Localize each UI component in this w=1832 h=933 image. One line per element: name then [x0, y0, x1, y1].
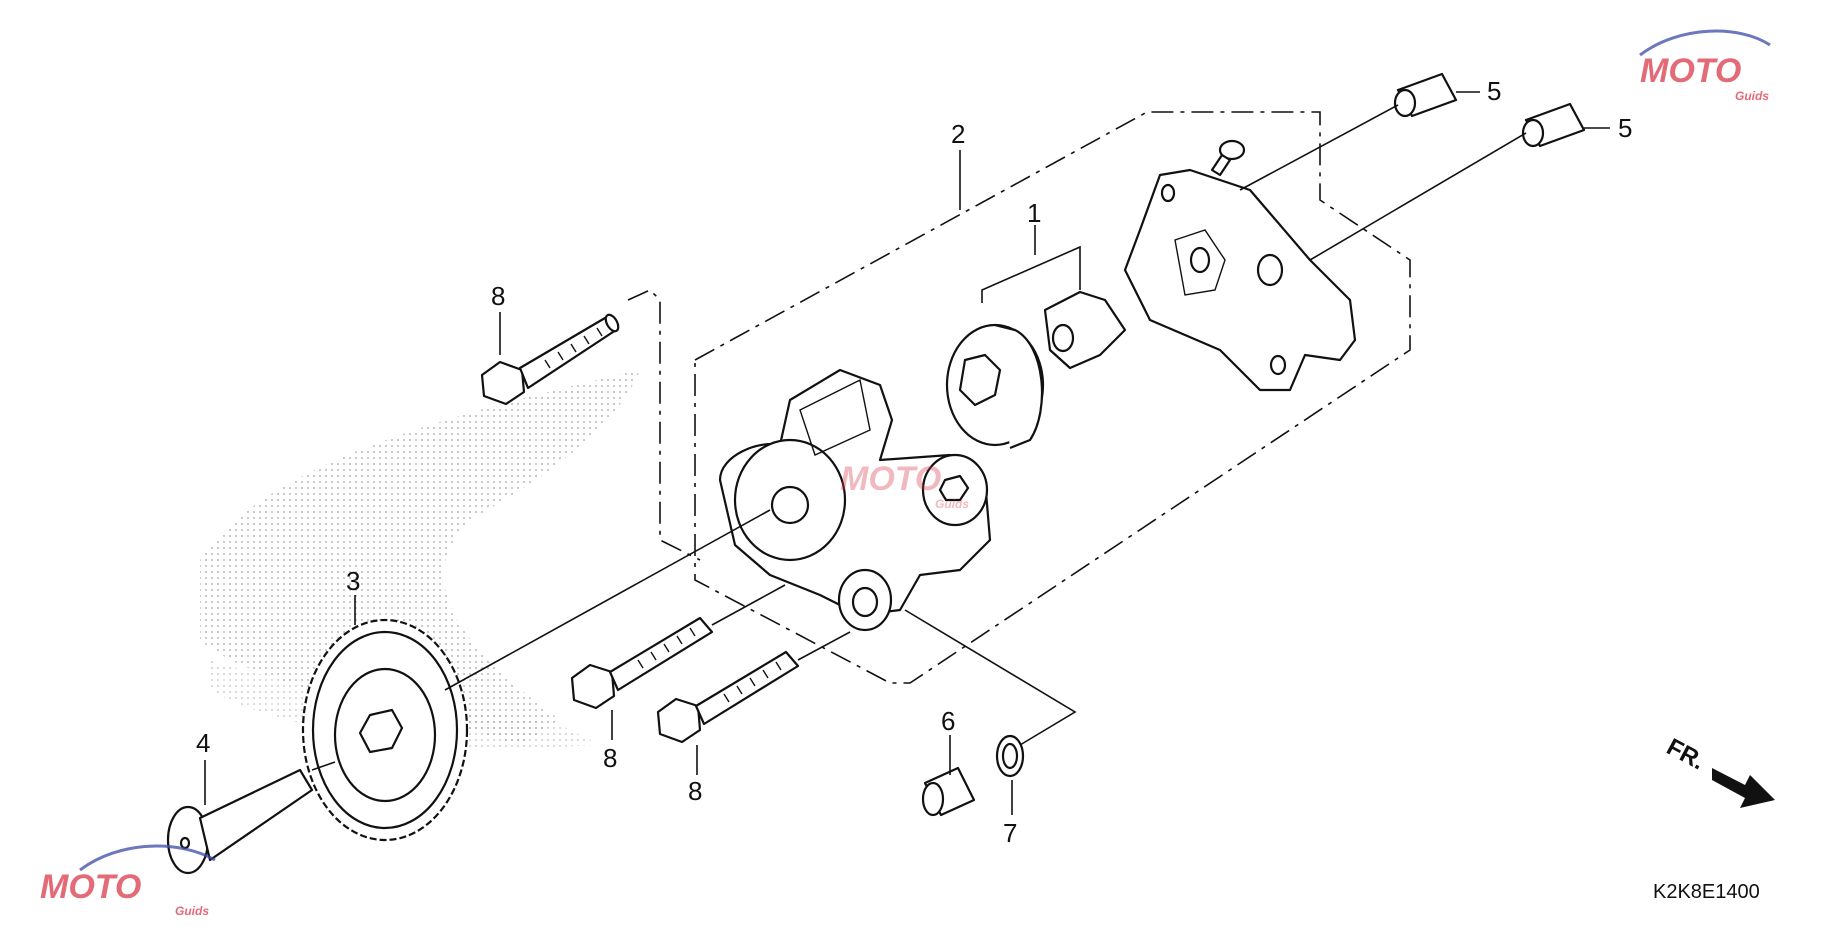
svg-text:MOTO: MOTO — [40, 868, 141, 906]
rotor-bracket — [981, 245, 1081, 303]
callout-7: 7 — [1003, 818, 1017, 848]
callout-6: 6 — [941, 706, 955, 736]
watermark-swoosh-icon — [1639, 29, 1771, 57]
leader-pin-a — [1239, 104, 1399, 191]
oil-pump-body — [718, 368, 992, 632]
flange-bolt-middle — [570, 616, 714, 710]
front-label: FR. — [1662, 733, 1709, 775]
dowel-pin-lower — [921, 766, 976, 817]
inner-rotor — [1043, 290, 1127, 370]
assembly-group-outline — [694, 111, 1411, 684]
svg-text:Guids: Guids — [935, 497, 969, 511]
callout-8b: 8 — [603, 743, 617, 773]
dowel-pin-b — [1521, 102, 1586, 148]
callout-4: 4 — [196, 728, 210, 758]
svg-text:MOTO: MOTO — [1640, 52, 1741, 90]
leader-oring — [904, 609, 1077, 746]
leader-shaft — [311, 761, 336, 771]
flange-bolt-lower — [656, 650, 800, 744]
leader-pin-b — [1309, 132, 1527, 261]
leader-gear — [444, 509, 771, 691]
front-arrow-icon — [1712, 768, 1775, 808]
svg-text:Guids: Guids — [1735, 89, 1769, 103]
callout-3: 3 — [346, 566, 360, 596]
watermark-center: MOTO Guids — [840, 460, 969, 511]
svg-text:Guids: Guids — [175, 904, 209, 918]
callout-8a: 8 — [491, 281, 505, 311]
drive-gear — [301, 618, 469, 842]
callout-8c: 8 — [688, 776, 702, 806]
leader-bolt-lower — [797, 631, 851, 661]
callout-5b: 5 — [1618, 113, 1632, 143]
outer-rotor — [945, 323, 1045, 450]
drawing-code: K2K8E1400 — [1653, 881, 1760, 903]
callout-1: 1 — [1027, 198, 1041, 228]
callout-5a: 5 — [1487, 76, 1501, 106]
leader-bolt-middle — [711, 584, 786, 626]
engine-case-shading — [200, 370, 640, 745]
watermark-bottom-left: MOTO Guids — [40, 844, 216, 918]
flange-bolt-upper — [480, 313, 620, 406]
watermark-swoosh-icon-bl — [79, 844, 216, 872]
callout-2: 2 — [951, 119, 965, 149]
pump-shaft — [166, 768, 314, 875]
watermark-top-right: MOTO Guids — [1639, 29, 1771, 103]
dowel-pin-a — [1393, 72, 1458, 118]
o-ring — [995, 734, 1025, 778]
pump-cover — [1123, 168, 1357, 392]
leader-bolt-upper — [627, 289, 701, 561]
front-direction-indicator: FR. — [1662, 733, 1775, 808]
cover-screw — [1210, 139, 1246, 177]
svg-text:MOTO: MOTO — [840, 460, 941, 498]
